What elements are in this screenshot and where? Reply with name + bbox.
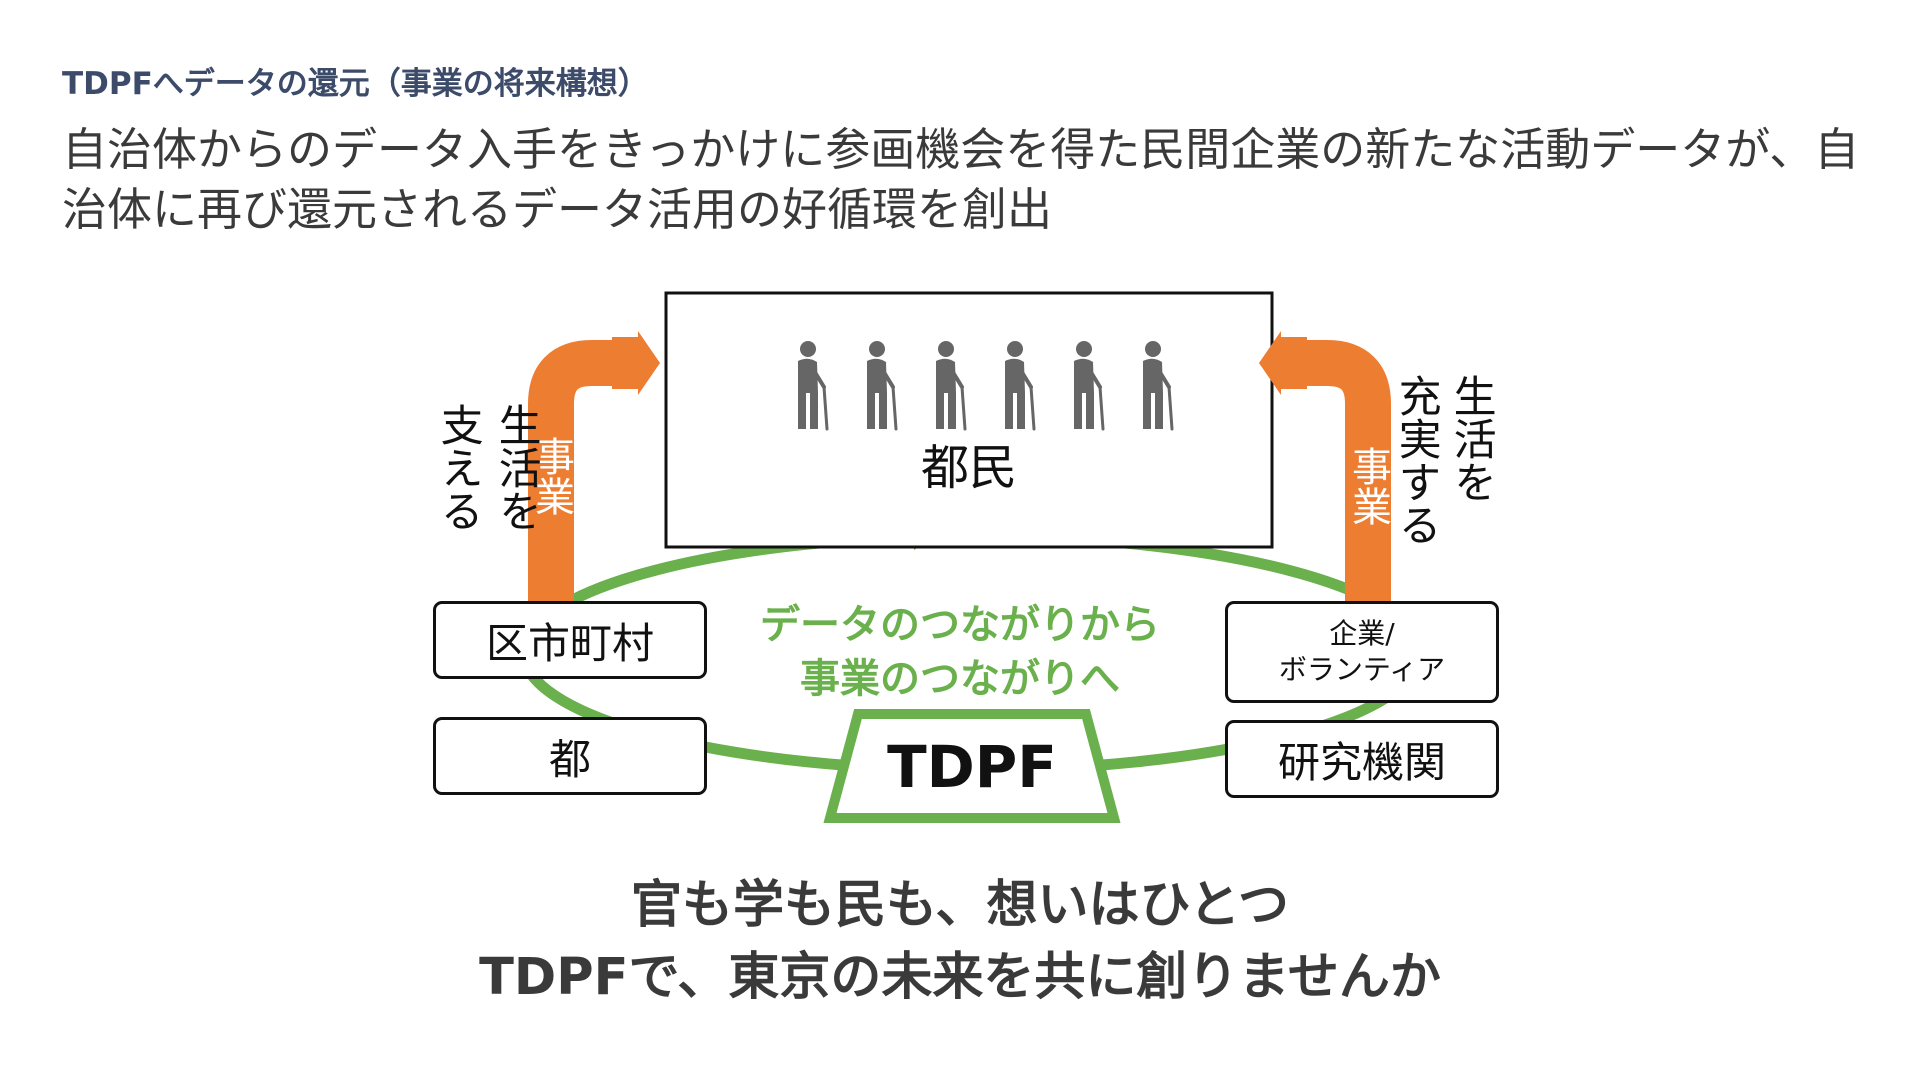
- right-caption-line2: 充実する: [1391, 374, 1442, 546]
- right-caption-line1: 生活を: [1446, 374, 1497, 503]
- closing-line1: 官も学も民も、想いはひとつ: [631, 876, 1289, 935]
- closing-message: 官も学も民も、想いはひとつ TDPFで、東京の未来を共に創りませんか: [0, 870, 1920, 1014]
- node-municipality: 区市町村: [433, 601, 707, 679]
- node-metro: 都: [433, 717, 707, 795]
- citizens-label: 都民: [920, 440, 1017, 496]
- platform-trapezoid: [823, 709, 1121, 823]
- left-business-arrow: [528, 331, 660, 601]
- right-arrow-label: 事業: [1345, 446, 1391, 526]
- cycle-text-line2: 事業のつながりへ: [800, 656, 1120, 702]
- node-research: 研究機関: [1225, 720, 1499, 798]
- node-municipality-label: 区市町村: [485, 618, 654, 668]
- cycle-text-line1: データのつながりから: [760, 602, 1160, 648]
- left-caption-line1: 生活を: [491, 403, 542, 532]
- platform-label: TDPF: [887, 733, 1057, 801]
- node-metro-label: 都: [548, 734, 591, 784]
- node-company-label-line1: 企業/: [1329, 617, 1395, 650]
- node-company-label-line2: ボランティア: [1278, 653, 1446, 686]
- citizens-box: [664, 291, 1274, 549]
- lead-text: 自治体からのデータ入手をきっかけに参画機会を得た民間企業の新たな活動データが、自…: [62, 123, 1860, 236]
- left-caption-line2: 支える: [433, 403, 484, 532]
- node-company-volunteer: 企業/ ボランティア: [1225, 601, 1499, 703]
- left-arrow-label: 事業: [528, 436, 574, 516]
- page-kicker: TDPFへデータの還元（事業の将来構想）: [62, 66, 649, 102]
- right-business-arrow: [1259, 331, 1391, 601]
- closing-line2: TDPFで、東京の未来を共に創りませんか: [479, 948, 1441, 1007]
- node-research-label: 研究機関: [1277, 737, 1446, 787]
